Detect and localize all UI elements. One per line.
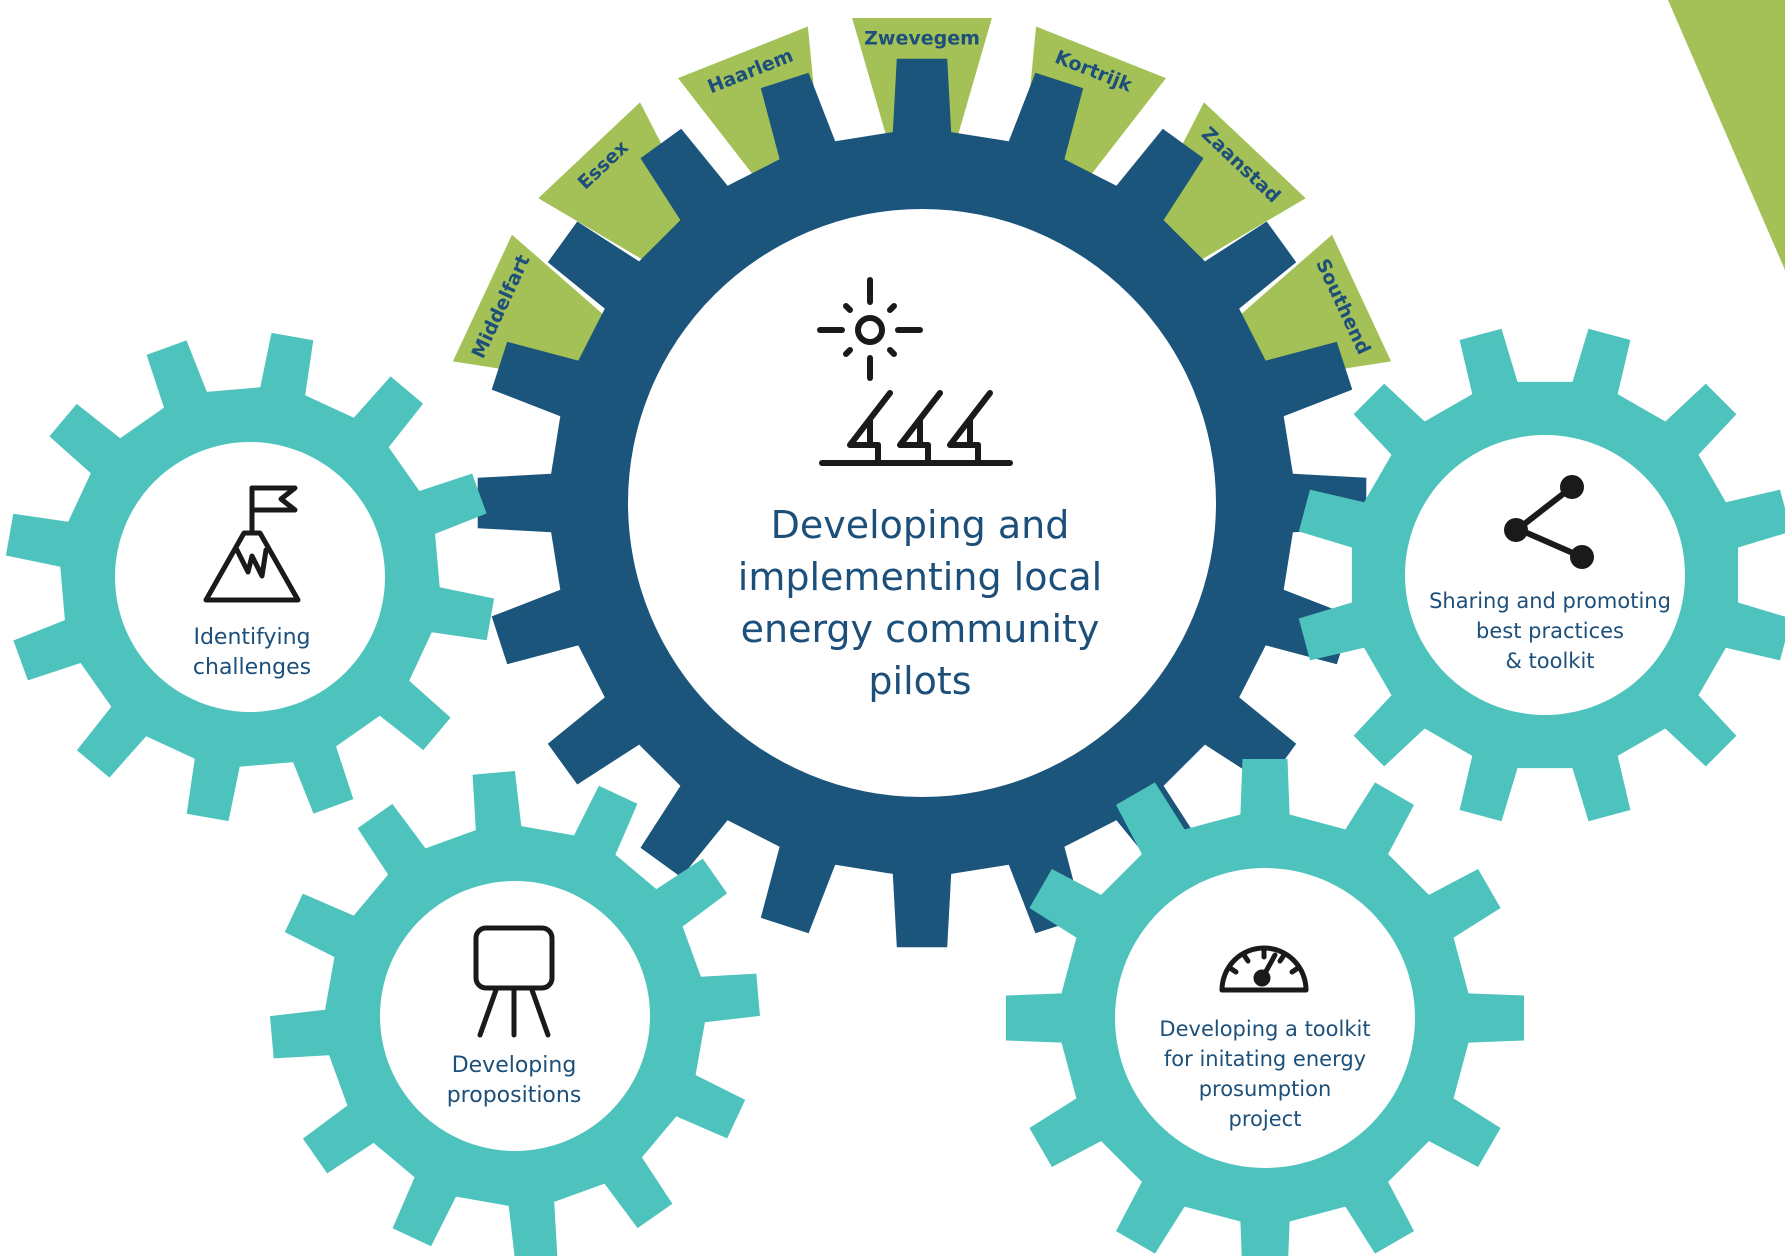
center-title-line-1: Developing and [771,503,1070,547]
gear-toolkit-center [1115,868,1415,1168]
toolkit-label-line-1: Developing a toolkit [1159,1017,1370,1041]
gear-sharing-center [1405,435,1685,715]
city-tab-essex [538,102,696,260]
share-icon [1504,475,1594,569]
solar-panel-icon [817,277,1013,466]
mountain-flag-icon [203,485,301,603]
corner-accent-triangle [1668,0,1785,270]
gear-sharing-promoting [1298,328,1785,822]
toolkit-label-line-2: for initating energy [1164,1047,1366,1071]
propositions-label: Developing propositions [447,1053,582,1108]
toolkit-label-line-4: project [1229,1107,1302,1131]
propositions-label-line-2: propositions [447,1083,582,1108]
city-label-zwevegem: Zwevegem [864,28,980,50]
propositions-label-line-1: Developing [452,1053,577,1078]
toolkit-label: Developing a toolkit for initating energ… [1159,1017,1370,1131]
gear-identifying-center [115,442,385,712]
identifying-label-line-2: challenges [193,655,311,680]
gear-developing-toolkit [1006,759,1524,1256]
toolkit-label-line-3: prosumption [1199,1077,1332,1101]
city-tab-zaanstad [1148,102,1306,260]
center-title-line-4: pilots [868,659,971,703]
main-gear-center [628,209,1216,797]
sharing-label-line-3: & toolkit [1505,649,1594,673]
identifying-label-line-1: Identifying [193,625,310,650]
sharing-label: Sharing and promoting best practices & t… [1429,589,1671,673]
center-title: Developing and implementing local energy… [738,503,1102,703]
sharing-label-line-1: Sharing and promoting [1429,589,1671,613]
center-title-line-3: energy community [741,607,1100,651]
gear-identifying-challenges [5,332,495,822]
sharing-label-line-2: best practices [1476,619,1624,643]
city-tab-southend [1240,234,1392,381]
presentation-board-icon [473,925,555,1038]
identifying-label: Identifying challenges [193,625,311,680]
city-tab-middelfart [452,234,604,381]
speedometer-icon [1219,945,1309,993]
center-title-line-2: implementing local [738,555,1102,599]
main-gear [477,58,1367,948]
